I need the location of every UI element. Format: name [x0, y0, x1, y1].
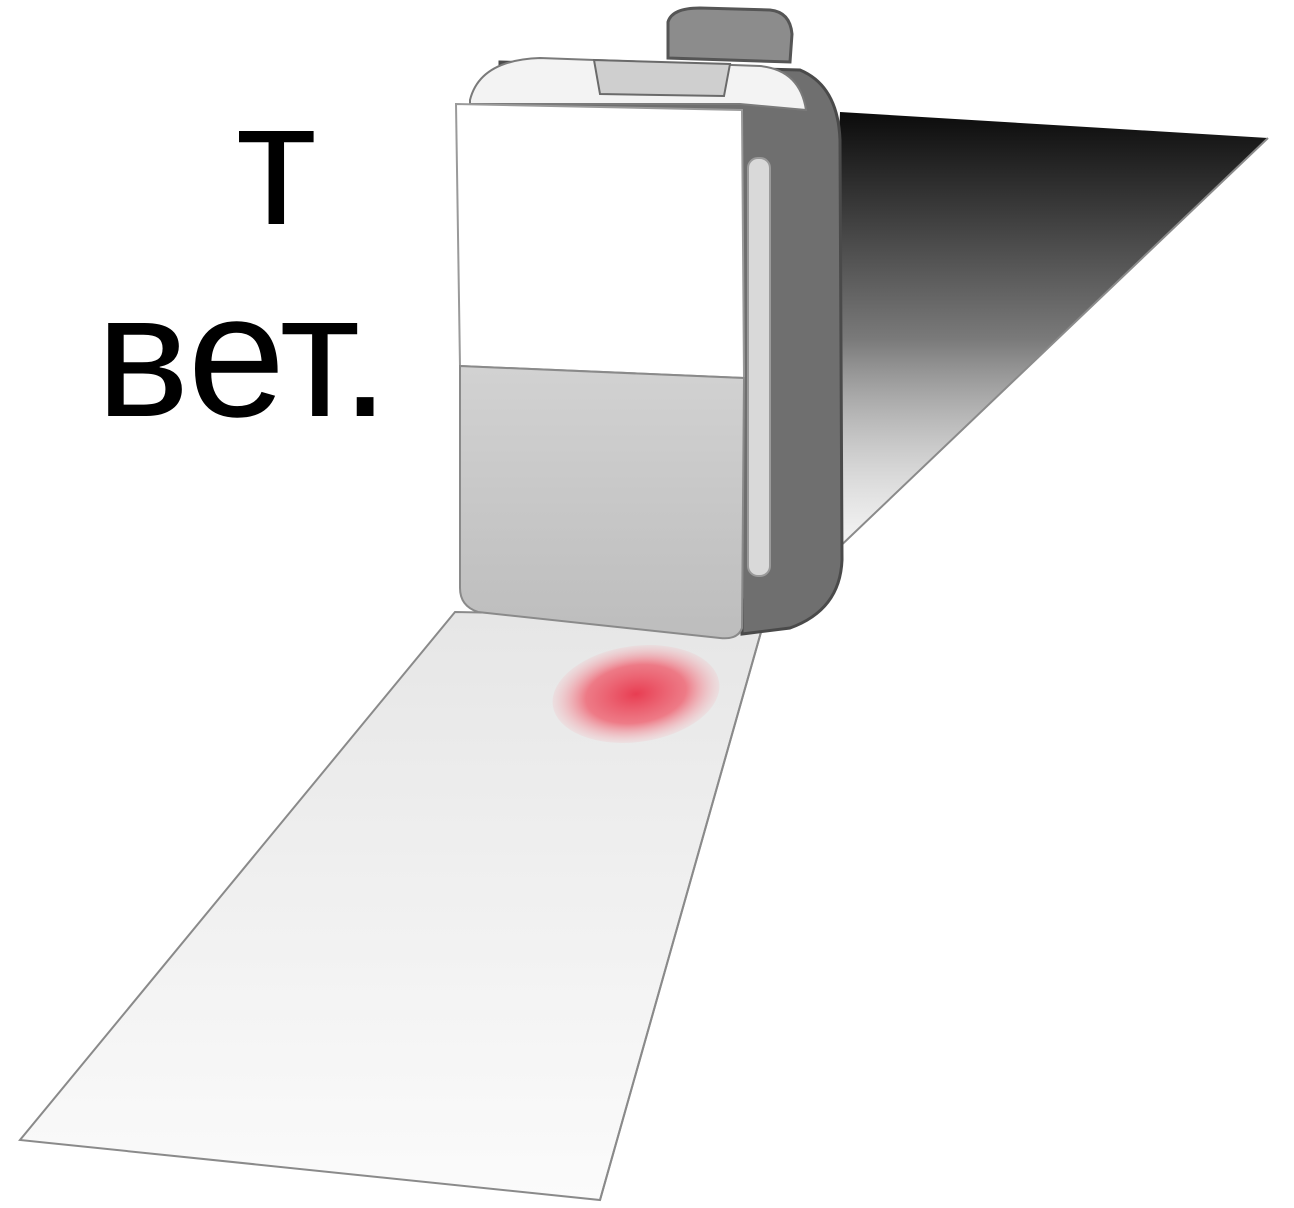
- caption-line-2: вет.: [96, 268, 390, 444]
- caption-line-1: т: [236, 76, 317, 252]
- sensor-device-icon: [456, 8, 842, 638]
